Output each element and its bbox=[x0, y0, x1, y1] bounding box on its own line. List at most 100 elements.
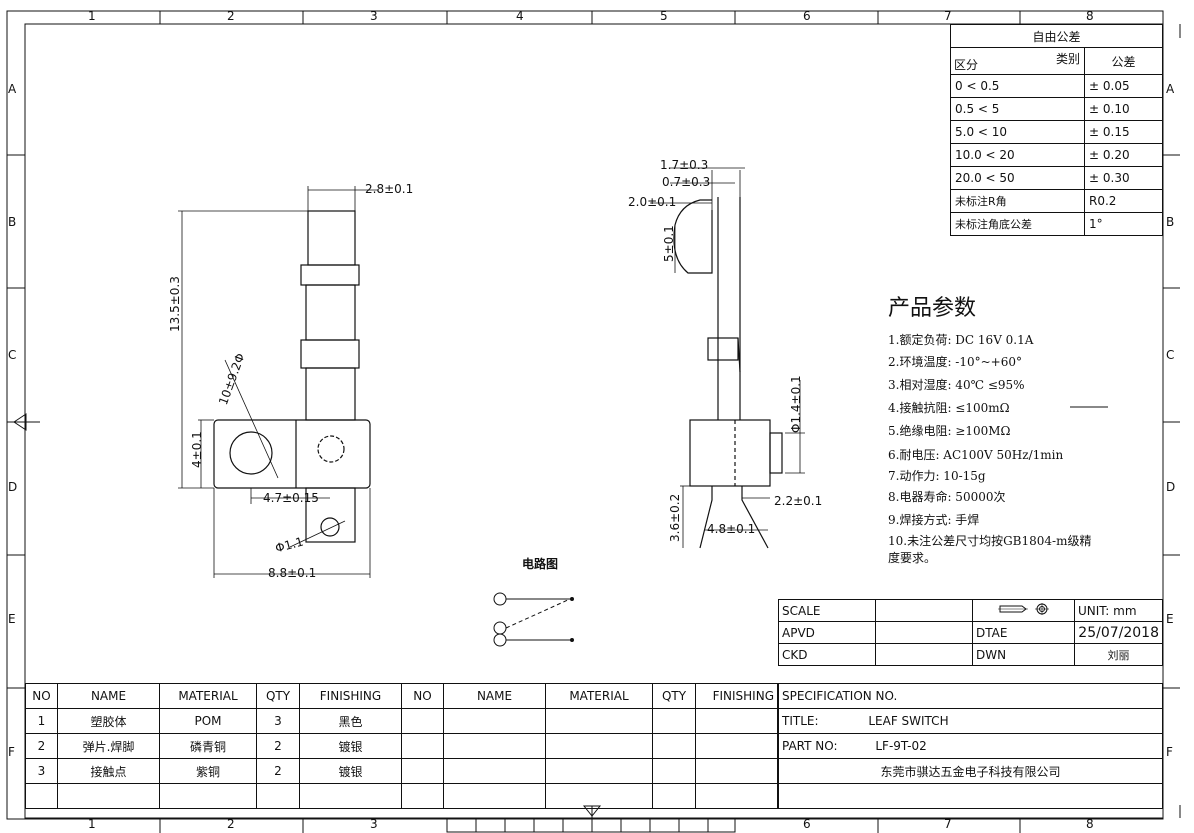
param-item: 2.环境温度: -10°~+60° bbox=[888, 355, 1023, 369]
col-label: 4 bbox=[516, 9, 524, 23]
bom-cell: 3 bbox=[25, 758, 58, 784]
param-item: 5.绝缘电阻: ≥100MΩ bbox=[888, 424, 1011, 438]
col-label: 6 bbox=[803, 9, 811, 23]
title-label: TITLE: bbox=[782, 714, 819, 728]
dim-label: 13.5±0.3 bbox=[168, 276, 182, 332]
bom-cell: 3 bbox=[256, 708, 300, 734]
projection-symbol-icon bbox=[997, 603, 1049, 615]
dim-label: 4.7±0.15 bbox=[263, 491, 319, 505]
dim-label: 4.8±0.1 bbox=[707, 522, 756, 536]
spec-block: SPECIFICATION NO. TITLE: LEAF SWITCH PAR… bbox=[778, 683, 1163, 809]
param-item: 10.未注公差尺寸均按GB1804-m级精 bbox=[888, 534, 1092, 548]
dim-label: 2.2±0.1 bbox=[774, 494, 823, 508]
col-label: 7 bbox=[944, 9, 952, 23]
col-label: 7 bbox=[944, 817, 952, 831]
bom-cell: 紫铜 bbox=[159, 758, 257, 784]
unit-label: UNIT: mm bbox=[1074, 599, 1163, 622]
date-value: 25/07/2018 bbox=[1074, 621, 1163, 644]
row-label: B bbox=[8, 215, 17, 229]
param-item: 6.耐电压: AC100V 50Hz/1min bbox=[888, 448, 1064, 462]
dim-label: 1.7±0.3 bbox=[660, 158, 709, 172]
col-label: 2 bbox=[227, 817, 235, 831]
front-view bbox=[178, 186, 378, 578]
row-label: C bbox=[1166, 348, 1175, 362]
bom-header: QTY bbox=[256, 683, 300, 709]
dim-label: 8.8±0.1 bbox=[268, 566, 317, 580]
scale-label: SCALE bbox=[778, 599, 876, 622]
col-label: 6 bbox=[803, 817, 811, 831]
param-item: 1.额定负荷: DC 16V 0.1A bbox=[888, 333, 1034, 347]
row-label: F bbox=[8, 745, 15, 759]
tolerance-value: ± 0.15 bbox=[1084, 120, 1163, 144]
bom-header: NO bbox=[401, 683, 444, 709]
tolerance-title: 自由公差 bbox=[950, 24, 1163, 48]
angle-tol-label: 未标注角底公差 bbox=[950, 212, 1085, 236]
dwn-label: DWN bbox=[972, 643, 1075, 666]
bom-header: MATERIAL bbox=[545, 683, 653, 709]
col-label: 8 bbox=[1086, 9, 1094, 23]
circuit-title: 电路图 bbox=[522, 557, 559, 571]
bom-header: NAME bbox=[57, 683, 160, 709]
row-label: F bbox=[1166, 745, 1173, 759]
bom-table: NO NAME MATERIAL QTY FINISHING NO NAME M… bbox=[25, 683, 778, 809]
bom-header: NAME bbox=[443, 683, 546, 709]
param-item: 4.接触抗阻: ≤100mΩ bbox=[888, 401, 1010, 415]
tolerance-range: 10.0 < 20 bbox=[950, 143, 1085, 167]
tolerance-range: 5.0 < 10 bbox=[950, 120, 1085, 144]
bom-cell: 2 bbox=[256, 733, 300, 759]
circuit-symbol bbox=[493, 592, 574, 647]
param-item: 8.电器寿命: 50000次 bbox=[888, 490, 1006, 504]
col-label: 2 bbox=[227, 9, 235, 23]
col-label: 1 bbox=[88, 9, 96, 23]
dim-label: 4±0.1 bbox=[190, 431, 204, 468]
company-name: 东莞市骐达五金电子科技有限公司 bbox=[778, 758, 1163, 784]
row-label: D bbox=[1166, 480, 1176, 494]
drawer-name: 刘丽 bbox=[1074, 643, 1163, 666]
dim-label: 0.7±0.3 bbox=[662, 175, 711, 189]
table-row: 1 塑胶体 POM 3 黑色 bbox=[25, 708, 778, 734]
bom-header: MATERIAL bbox=[159, 683, 257, 709]
dtae-label: DTAE bbox=[972, 621, 1075, 644]
ckd-label: CKD bbox=[778, 643, 876, 666]
tolerance-header-type: 类别 bbox=[1055, 52, 1080, 66]
bom-cell: 磷青铜 bbox=[159, 733, 257, 759]
table-row: 3 接触点 紫铜 2 镀银 bbox=[25, 758, 778, 784]
angle-tol-value: 1° bbox=[1084, 212, 1163, 236]
tolerance-header-tol: 公差 bbox=[1084, 47, 1163, 75]
param-item: 度要求。 bbox=[888, 551, 937, 565]
params-title: 产品参数 bbox=[888, 296, 977, 321]
row-label: A bbox=[8, 82, 17, 96]
apvd-label: APVD bbox=[778, 621, 876, 644]
r-corner-value: R0.2 bbox=[1084, 189, 1163, 213]
bom-cell: 塑胶体 bbox=[57, 708, 160, 734]
part-value: LF-9T-02 bbox=[875, 739, 927, 753]
dim-label: 5±0.1 bbox=[662, 225, 676, 262]
title-row: TITLE: LEAF SWITCH bbox=[778, 708, 1163, 734]
param-item: 9.焊接方式: 手焊 bbox=[888, 513, 980, 527]
part-label: PART NO: bbox=[782, 739, 838, 753]
row-label: B bbox=[1166, 215, 1175, 229]
table-row bbox=[25, 783, 778, 809]
row-label: A bbox=[1166, 82, 1175, 96]
dim-label: 2.0±0.1 bbox=[628, 195, 677, 209]
part-row: PART NO: LF-9T-02 bbox=[778, 733, 1163, 759]
tolerance-range: 20.0 < 50 bbox=[950, 166, 1085, 190]
bom-header: FINISHING bbox=[299, 683, 402, 709]
tolerance-range: 0.5 < 5 bbox=[950, 97, 1085, 121]
param-item: 3.相对湿度: 40℃ ≤95% bbox=[888, 378, 1025, 392]
bom-cell: 弹片.焊脚 bbox=[57, 733, 160, 759]
r-corner-label: 未标注R角 bbox=[950, 189, 1085, 213]
title-value: LEAF SWITCH bbox=[868, 714, 949, 728]
tolerance-range: 0 < 0.5 bbox=[950, 74, 1085, 98]
bom-cell: 黑色 bbox=[299, 708, 402, 734]
row-label: E bbox=[1166, 612, 1174, 626]
col-label: 3 bbox=[370, 817, 378, 831]
tolerance-value: ± 0.30 bbox=[1084, 166, 1163, 190]
bom-cell: 接触点 bbox=[57, 758, 160, 784]
col-label: 8 bbox=[1086, 817, 1094, 831]
tolerance-value: ± 0.05 bbox=[1084, 74, 1163, 98]
row-label: E bbox=[8, 612, 16, 626]
col-label: 1 bbox=[88, 817, 96, 831]
tolerance-value: ± 0.20 bbox=[1084, 143, 1163, 167]
